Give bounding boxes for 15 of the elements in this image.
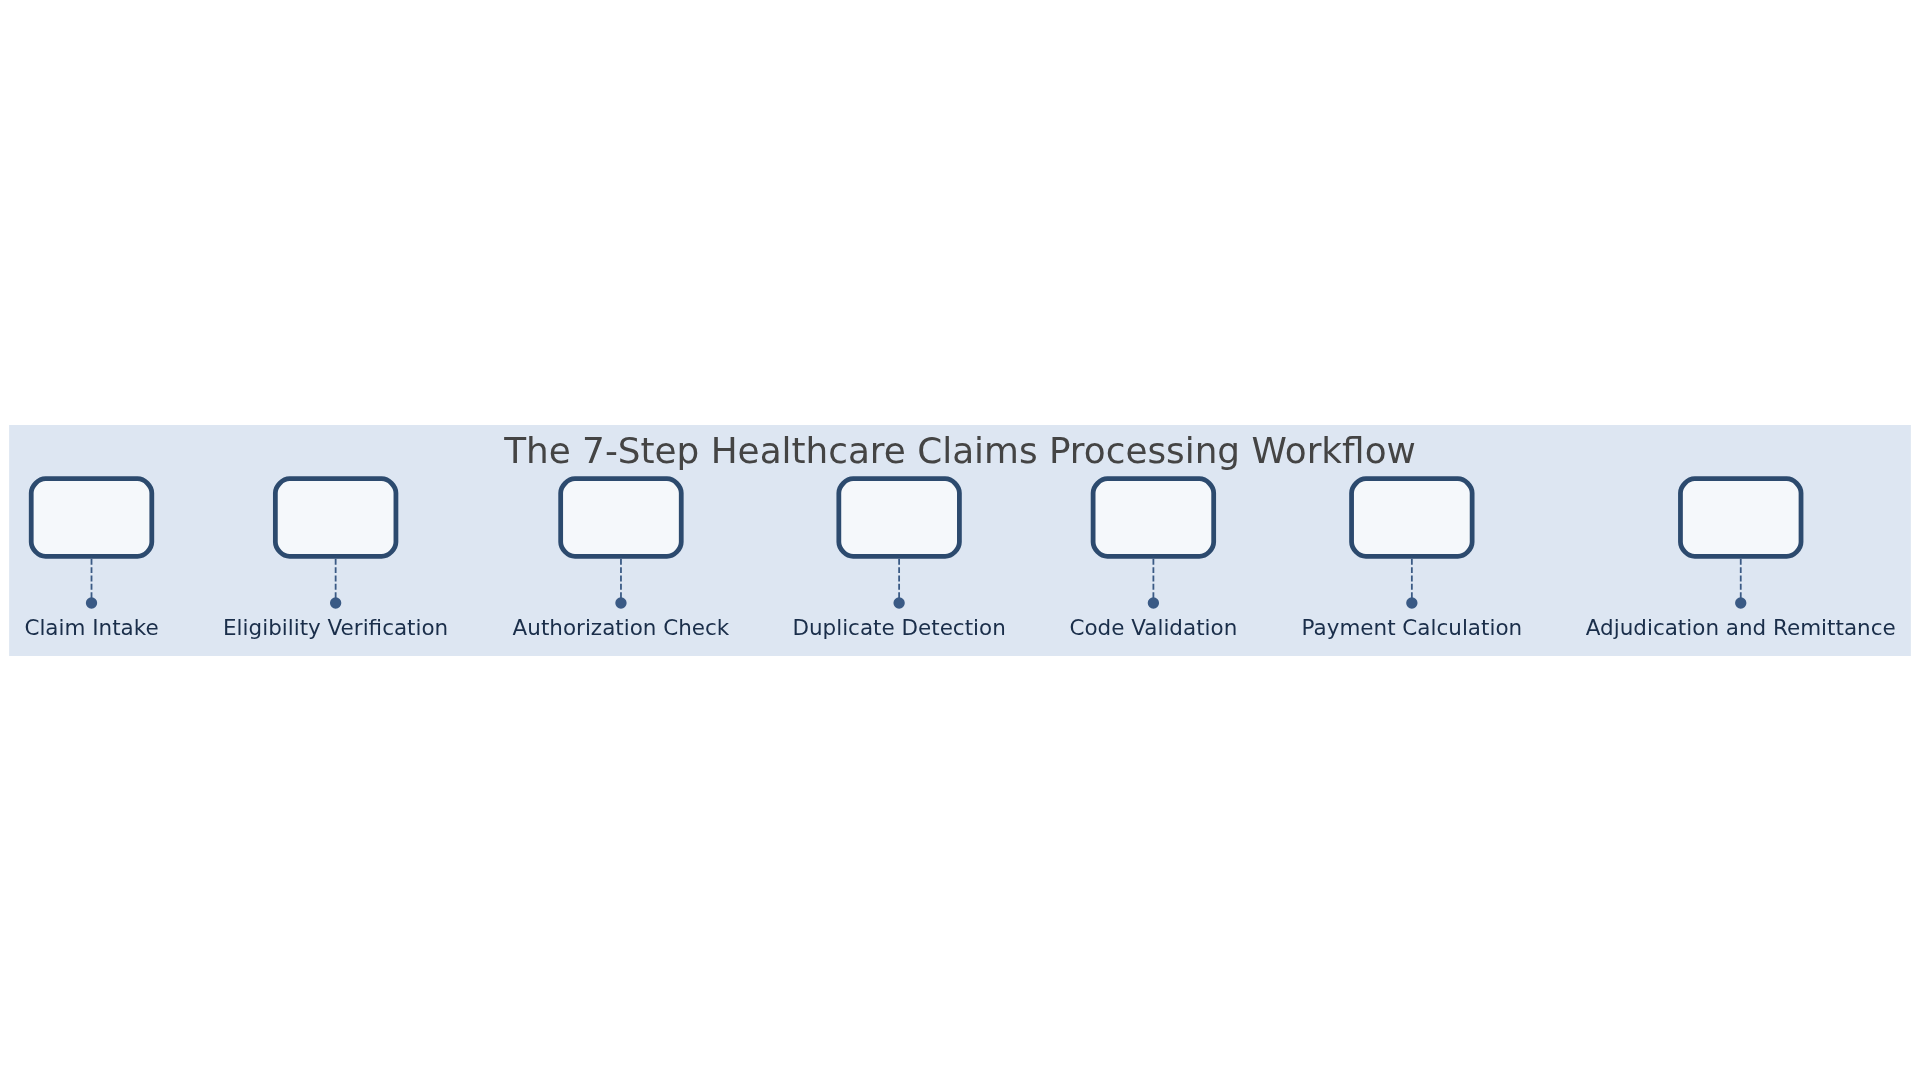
node-text: Adjudication and Remittance [1585,614,1896,640]
node-box [558,475,684,559]
node-box [836,475,962,559]
node-box [28,475,155,559]
node-text: Eligibility Verification [223,614,449,640]
node-text: Duplicate Detection [792,614,1006,640]
node-box [1678,475,1804,559]
node-text: Claim Intake [24,614,159,640]
node-box [272,475,399,559]
node-box [1090,475,1217,559]
node-text: Code Validation [1069,614,1238,640]
node-text: Payment Calculation [1301,614,1523,640]
node-box [1349,475,1475,559]
node-text: Authorization Check [512,614,730,640]
diagram-title: The 7-Step Healthcare Claims Processing Workflow [504,429,1416,471]
